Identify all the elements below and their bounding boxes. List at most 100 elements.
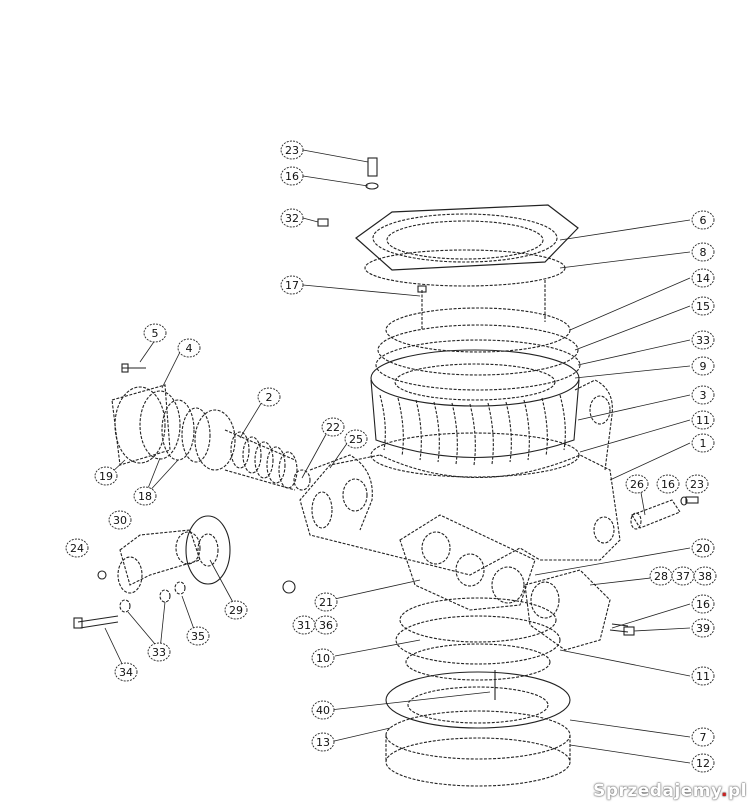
callout-number: 5 (152, 327, 159, 340)
callout-bubble (314, 592, 338, 612)
callout-bubble (257, 387, 281, 407)
callout-bubble (311, 732, 335, 752)
callout-c40: 40 (311, 700, 335, 720)
callout-number: 39 (696, 622, 710, 635)
callout-c25: 25 (344, 429, 368, 449)
callout-c5: 5 (143, 323, 167, 343)
callout-c22: 22 (321, 417, 345, 437)
callout-c23a: 23 (280, 140, 304, 160)
callout-c17: 17 (280, 275, 304, 295)
callout-c13: 13 (311, 732, 335, 752)
callout-c7: 7 (691, 727, 715, 747)
part-side-bracket (73, 515, 296, 629)
callout-bubble (691, 356, 715, 376)
callout-c10: 10 (311, 648, 335, 668)
callout-c24: 24 (65, 538, 89, 558)
callout-c18: 18 (133, 486, 157, 506)
part-pin-top (317, 157, 379, 227)
callout-c26: 26 (625, 474, 649, 494)
callout-number: 10 (316, 652, 330, 665)
callout-bubble (691, 433, 715, 453)
callout-number: 34 (119, 666, 133, 679)
callout-c8: 8 (691, 242, 715, 262)
callout-number: 16 (661, 478, 675, 491)
callout-c2: 2 (257, 387, 281, 407)
leader-lines (104, 149, 691, 764)
callout-bubble (314, 615, 338, 635)
callout-c28: 28 (649, 566, 673, 586)
callout-number: 4 (186, 342, 193, 355)
callout-c35: 35 (186, 626, 210, 646)
callout-bubble (691, 594, 715, 614)
callout-c3: 3 (691, 385, 715, 405)
callout-bubble (656, 474, 680, 494)
callout-c33b: 33 (147, 642, 171, 662)
watermark: Sprzedajemy.pl (593, 781, 747, 801)
callout-number: 15 (696, 300, 710, 313)
callout-number: 8 (700, 246, 707, 259)
callout-number: 14 (696, 272, 710, 285)
callout-bubble (280, 166, 304, 186)
callout-bubble (691, 618, 715, 638)
callout-bubble (344, 429, 368, 449)
callout-bubble (691, 296, 715, 316)
callout-c14: 14 (691, 268, 715, 288)
part-main-housing (299, 379, 621, 576)
callout-c36: 36 (314, 615, 338, 635)
callout-bubble (691, 666, 715, 686)
callout-bubble (321, 417, 345, 437)
callout-bubble (691, 268, 715, 288)
callout-number: 2 (266, 391, 273, 404)
callout-number: 3 (700, 389, 707, 402)
callout-number: 23 (690, 478, 704, 491)
callout-c29: 29 (224, 600, 248, 620)
callout-bubble (114, 662, 138, 682)
callout-bubble (143, 323, 167, 343)
part-lower-rings (385, 597, 571, 787)
callout-number: 26 (630, 478, 644, 491)
callout-c38: 38 (693, 566, 717, 586)
callout-number: 23 (285, 144, 299, 157)
callout-number: 16 (696, 598, 710, 611)
callout-number: 29 (229, 604, 243, 617)
callout-c33a: 33 (691, 330, 715, 350)
callout-number: 12 (696, 757, 710, 770)
callout-bubble (311, 700, 335, 720)
callout-c11a: 11 (691, 410, 715, 430)
callout-c16c: 16 (691, 594, 715, 614)
callout-number: 28 (654, 570, 668, 583)
callout-number: 11 (696, 670, 710, 683)
callout-number: 38 (698, 570, 712, 583)
callout-c15: 15 (691, 296, 715, 316)
callout-bubble (147, 642, 171, 662)
callout-bubble (691, 727, 715, 747)
callout-number: 6 (700, 214, 707, 227)
callout-number: 17 (285, 279, 299, 292)
callout-c6: 6 (691, 210, 715, 230)
callout-c11b: 11 (691, 666, 715, 686)
callout-number: 19 (99, 470, 113, 483)
callout-number: 33 (696, 334, 710, 347)
callout-bubble (685, 474, 709, 494)
part-side-pin (630, 496, 699, 530)
part-worm-shaft (111, 363, 311, 491)
callout-bubble (691, 410, 715, 430)
callout-c31: 31 (292, 615, 316, 635)
callout-bubble (177, 338, 201, 358)
callout-c39: 39 (691, 618, 715, 638)
watermark-tld: pl (728, 781, 747, 801)
callout-bubble (693, 566, 717, 586)
callout-c30: 30 (108, 510, 132, 530)
callout-c32: 32 (280, 208, 304, 228)
callout-number: 40 (316, 704, 330, 717)
callout-bubble (224, 600, 248, 620)
callout-bubble (625, 474, 649, 494)
callout-number: 1 (700, 437, 707, 450)
callout-c20: 20 (691, 538, 715, 558)
part-cover-ring (355, 204, 579, 287)
callout-bubble (133, 486, 157, 506)
callout-bubble (691, 330, 715, 350)
callout-number: 7 (700, 731, 707, 744)
callout-c23b: 23 (685, 474, 709, 494)
